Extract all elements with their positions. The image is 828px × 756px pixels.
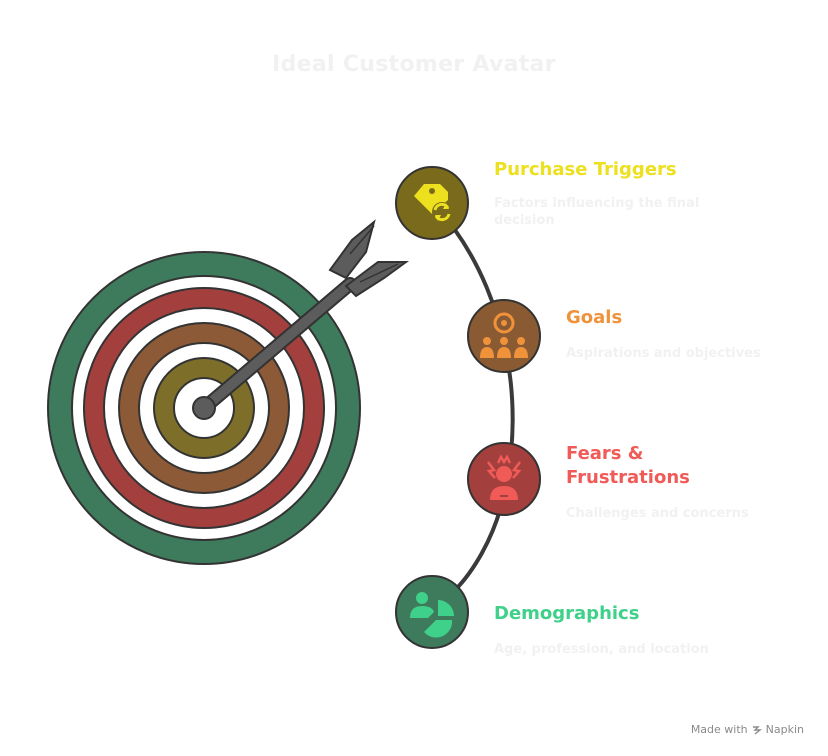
label-fears-frustrations: Fears & Frustrations [566,443,690,488]
tag-refresh-icon [414,184,452,222]
made-with-text: Made with [690,723,748,736]
item-node-purchase-triggers [395,166,469,240]
frustrated-person-icon [486,454,522,500]
item-node-fears-frustrations [467,442,541,516]
label-demographics: Demographics [494,603,640,624]
napkin-logo-icon [752,725,762,735]
label-goals: Goals [566,307,623,328]
connector-arc [453,228,515,592]
team-target-icon [480,312,528,358]
person-piechart-icon [410,592,454,638]
diagram-title: Ideal Customer Avatar [272,52,556,77]
item-node-demographics [395,575,469,649]
arrow-icon [192,219,410,420]
napkin-footer[interactable]: Made with Napkin [691,723,804,736]
desc-purchase-triggers: Factors influencing the final decision [494,196,700,228]
desc-fears-frustrations: Challenges and concerns [566,506,749,521]
label-purchase-triggers: Purchase Triggers [494,159,677,180]
desc-demographics: Age, profession, and location [494,642,709,657]
napkin-brand-text: Napkin [765,723,804,736]
desc-goals: Aspirations and objectives [566,346,761,361]
item-node-goals [467,299,541,373]
